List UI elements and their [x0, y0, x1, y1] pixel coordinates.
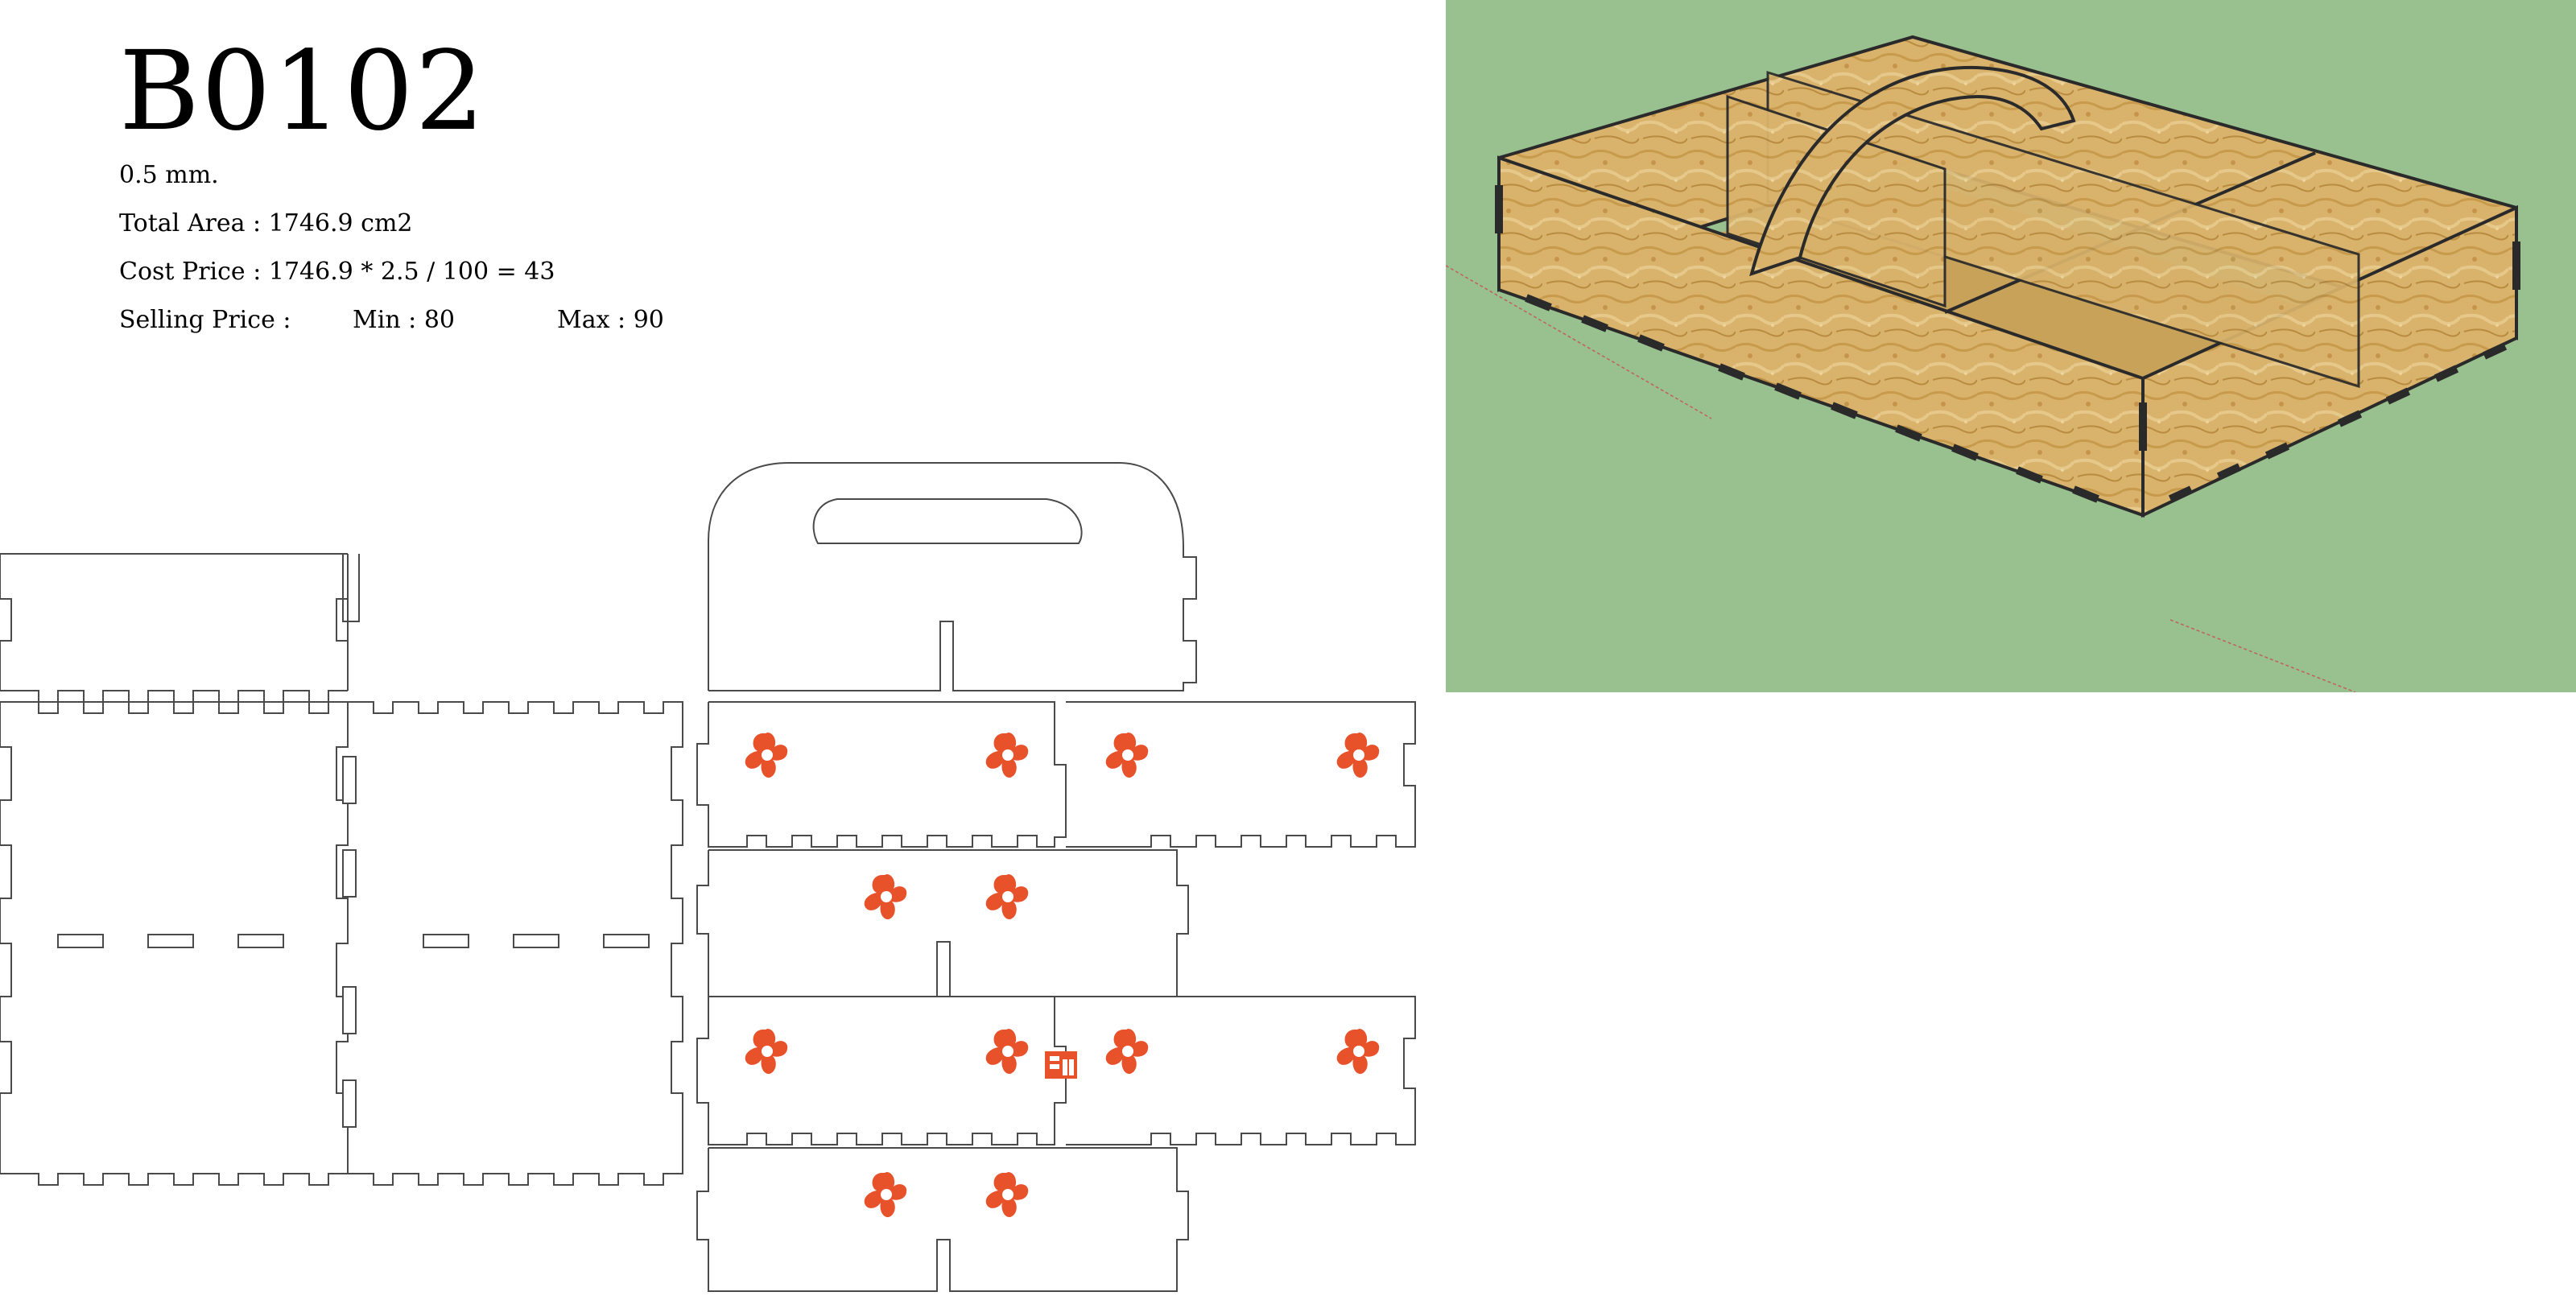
flower-engraving-icon [1105, 733, 1149, 778]
flower-engraving-icon [1336, 1029, 1380, 1075]
bottom-slot-h3 [237, 934, 284, 948]
side-panel-top [0, 553, 349, 703]
product-code: B0102 [119, 28, 487, 155]
side-panel-top-center-slot [342, 554, 360, 622]
side-panel-top-left-notch [336, 598, 348, 642]
bottom-slot-v1 [342, 756, 357, 804]
axis-line [2169, 619, 2356, 692]
flower-engraving-icon [985, 874, 1029, 920]
flower-engraving-icon [1105, 1029, 1149, 1075]
flower-engraving-icon [985, 1029, 1029, 1075]
bottom-slot-h2 [147, 934, 194, 948]
axis-line [1446, 265, 1712, 419]
short-divider-1 [696, 849, 1189, 997]
flower-engraving-icon [745, 733, 788, 778]
bottom-slot-h5 [513, 934, 559, 948]
bottom-slot-h6 [603, 934, 650, 948]
flower-engraving-icon [985, 733, 1029, 778]
bottom-slot-v3 [342, 986, 357, 1034]
material-thickness: 0.5 mm. [119, 161, 219, 189]
long-divider-1b [1066, 701, 1416, 848]
product-info: B0102 0.5 mm. Total Area : 1746.9 cm2 Co… [119, 37, 664, 345]
selling-price-label: Selling Price : [119, 306, 291, 334]
bottom-plate-right [348, 701, 683, 1186]
flower-engraving-icon [864, 1172, 907, 1218]
handle-panel [708, 462, 1197, 691]
finger-joints [1495, 185, 2520, 503]
flower-engraving-icon [864, 874, 907, 920]
total-area: Total Area : 1746.9 cm2 [119, 209, 413, 237]
handle-grip-hole [812, 498, 1083, 544]
bottom-slot-h1 [57, 934, 104, 948]
long-divider-2 [696, 996, 1067, 1145]
bottom-slot-v2 [342, 849, 357, 898]
cut-layout-drawing [0, 462, 1416, 1292]
selling-price-max: Max : 90 [557, 306, 664, 334]
3d-render-view [1446, 0, 2576, 692]
flower-engraving-icon [985, 1172, 1029, 1218]
short-divider-2 [696, 1147, 1189, 1292]
flower-engraving-icon [1336, 733, 1380, 778]
bottom-plate [0, 701, 349, 1186]
long-divider-2b [1066, 996, 1416, 1145]
cost-price: Cost Price : 1746.9 * 2.5 / 100 = 43 [119, 258, 555, 286]
bottom-slot-h4 [423, 934, 469, 948]
selling-price-min: Min : 80 [353, 306, 455, 334]
flower-engraving-icon [745, 1029, 788, 1075]
divider-cross [1726, 94, 1946, 308]
long-divider-1 [696, 701, 1067, 848]
bottom-slot-v4 [342, 1079, 357, 1128]
selling-price: Selling Price : Min : 80 Max : 90 [119, 296, 664, 345]
handle-arch [1749, 65, 2076, 277]
logo-mark-icon [1045, 1051, 1077, 1079]
